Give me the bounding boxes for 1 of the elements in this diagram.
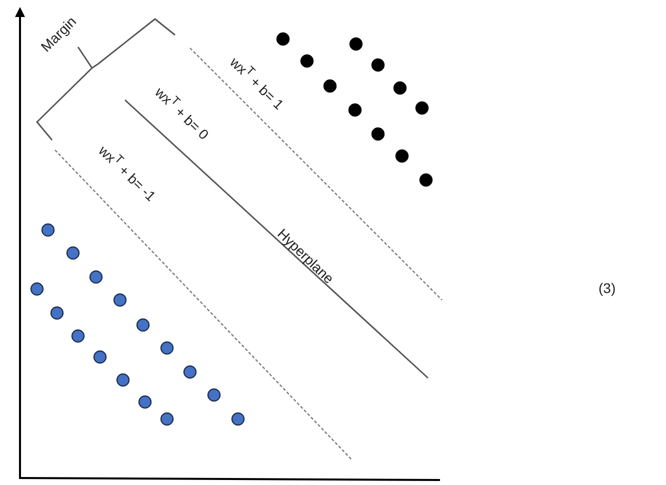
equation-number: (3)	[598, 280, 616, 296]
